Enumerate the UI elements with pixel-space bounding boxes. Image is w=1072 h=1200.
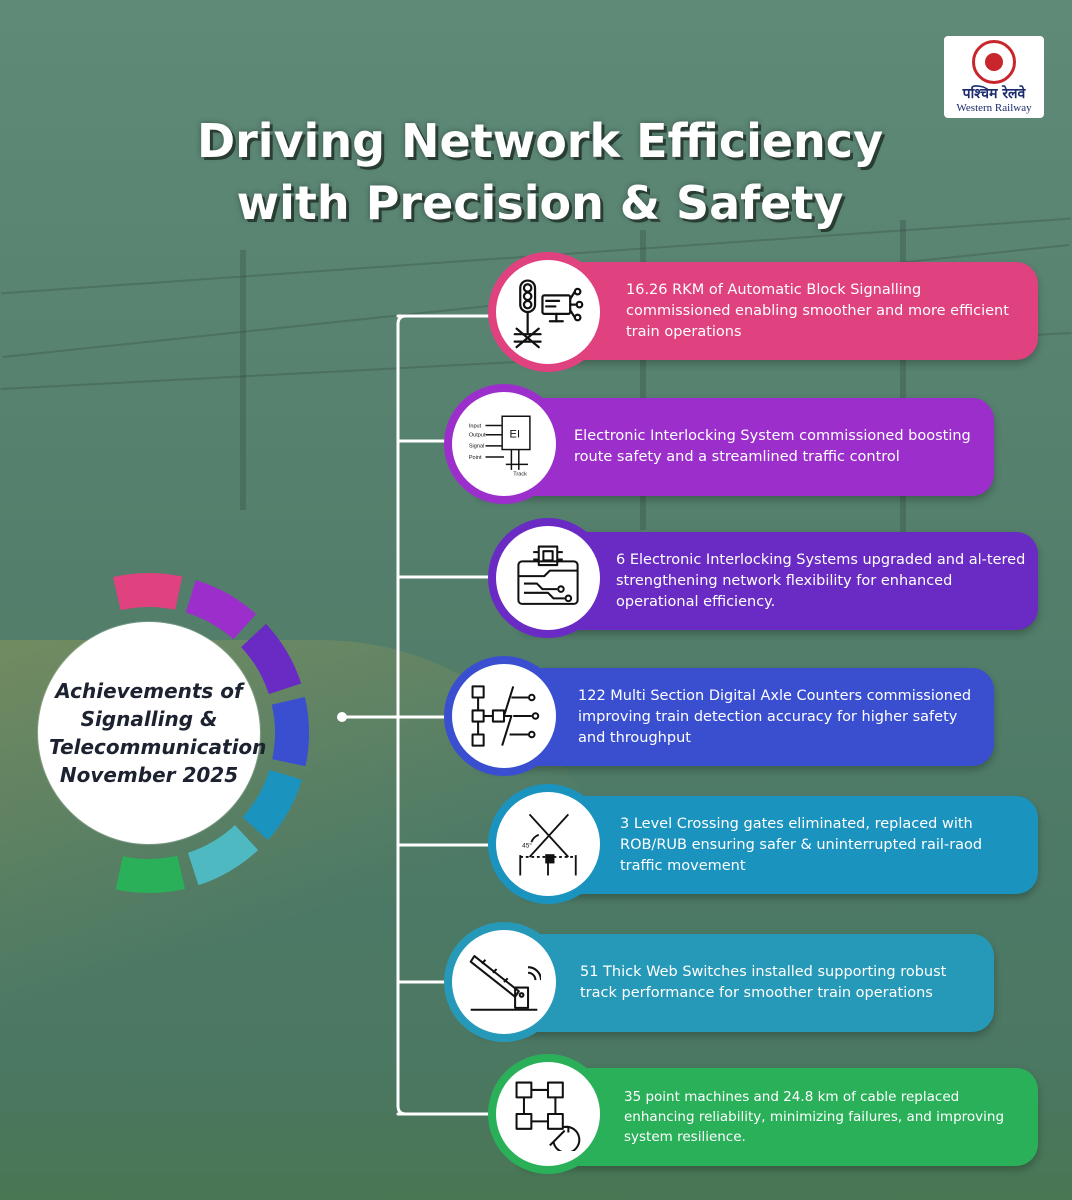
catenary-pole: [240, 250, 246, 510]
center-title-line: Telecommunication: [49, 735, 267, 759]
level-crossing-icon: 45°: [519, 813, 577, 876]
icon-badge: 45°: [488, 784, 608, 904]
logo-hindi-text: पश्चिम रेलवे: [962, 86, 1026, 102]
icon-badge: [444, 656, 564, 776]
icon-label-point: Point: [469, 455, 482, 461]
icon-badge: EI Input Output Signal Point Track: [444, 384, 564, 504]
icon-badge: [488, 1054, 608, 1174]
center-title-line: November 2025: [59, 763, 239, 787]
icon-badge: [488, 252, 608, 372]
achievement-card-5: 3 Level Crossing gates eliminated, repla…: [520, 796, 1038, 894]
ring-segment: [113, 573, 183, 611]
logo-english-text: Western Railway: [956, 102, 1032, 114]
ring-segment: [271, 697, 309, 767]
card-text: 35 point machines and 24.8 km of cable r…: [624, 1089, 1005, 1145]
title-line-2: with Precision & Safety: [236, 176, 844, 230]
page-title: Driving Network Efficiency with Precisio…: [160, 110, 920, 234]
card-text: 16.26 RKM of Automatic Block Signalling …: [626, 281, 1009, 340]
icon-label-track: Track: [513, 471, 527, 477]
ring-segment: [115, 855, 185, 893]
interlocking-diagram-icon: EI Input Output Signal Point Track: [469, 415, 531, 477]
ring-segment: [241, 623, 302, 695]
icon-badge: [488, 518, 608, 638]
western-railway-logo: पश्चिम रेलवे Western Railway: [944, 36, 1044, 118]
card-text: 122 Multi Section Digital Axle Counters …: [578, 687, 972, 746]
card-text: Electronic Interlocking System commissio…: [574, 428, 971, 465]
card-text: 6 Electronic Interlocking Systems upgrad…: [616, 551, 1026, 610]
center-title-line: Achievements of: [55, 679, 243, 703]
railway-seal-icon: [972, 40, 1016, 84]
icon-label-input: Input: [469, 423, 482, 429]
icon-badge: [444, 922, 564, 1042]
center-title-line: Signalling &: [80, 707, 218, 731]
title-line-1: Driving Network Efficiency: [196, 114, 884, 168]
ring-segment: [242, 769, 303, 841]
icon-label-angle: 45°: [522, 842, 532, 850]
icon-label-output: Output: [469, 433, 486, 439]
card-text: 51 Thick Web Switches installed supporti…: [580, 964, 947, 1001]
card-text: 3 Level Crossing gates eliminated, repla…: [620, 815, 983, 874]
flowchart-wrench-icon: [515, 1081, 581, 1151]
traffic-signal-icon: [513, 279, 584, 349]
chip-circuit-icon: [517, 545, 579, 605]
axle-counter-icon: [471, 685, 540, 747]
achievement-card-7: 35 point machines and 24.8 km of cable r…: [520, 1068, 1038, 1166]
icon-label-ei: EI: [510, 429, 520, 441]
center-title-circle: Achievements of Signalling & Telecommuni…: [38, 622, 267, 844]
ring-segment: [187, 825, 259, 886]
center-title: Achievements of Signalling & Telecommuni…: [49, 677, 267, 789]
barrier-switch-icon: [469, 955, 541, 1011]
ring-segment: [185, 579, 257, 640]
icon-label-signal: Signal: [469, 444, 484, 450]
